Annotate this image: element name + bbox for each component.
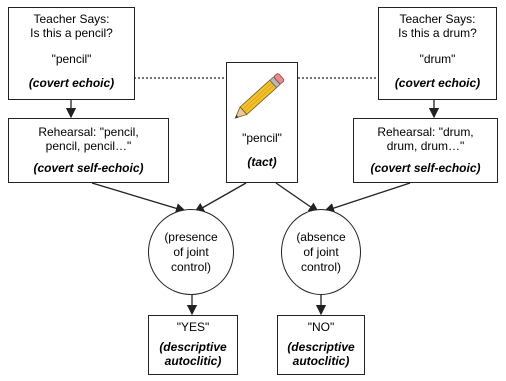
right-ellipse-line2: of joint [303,244,339,259]
absence-joint-control-ellipse: (absence of joint control) [281,209,361,295]
yes-label-line1: (descriptive [159,340,227,354]
left-teacher-box: Teacher Says: Is this a pencil? "pencil"… [8,7,135,100]
right-teacher-quote: "drum" [419,52,456,66]
no-label-line2: autoclitic) [292,354,350,368]
tact-box: "pencil" (tact) [226,62,298,183]
pencil-icon [234,73,285,119]
right-teacher-box: Teacher Says: Is this a drum? "drum" (co… [378,7,497,100]
arrow-left-rehearsal-to-ellipse [91,182,187,214]
arrow-right-rehearsal-to-ellipse [323,182,411,214]
left-rehearsal-line2: pencil, pencil…" [45,139,132,153]
arrow-tact-to-right-ellipse [275,182,320,213]
right-rehearsal-label: (covert self-echoic) [370,161,481,175]
tact-quote: "pencil" [242,131,282,145]
left-ellipse-line3: control) [170,259,211,274]
right-ellipse-line1: (absence [296,229,346,244]
no-answer: "NO" [307,320,335,334]
right-teacher-line2: Is this a drum? [398,26,477,40]
left-teacher-quote: "pencil" [51,52,92,66]
right-rehearsal-line2: drum, drum…" [386,139,465,153]
tact-label: (tact) [247,155,277,169]
no-box: "NO" (descriptive autoclitic) [277,315,365,375]
right-ellipse-line3: control) [300,259,341,274]
right-rehearsal-line1: Rehearsal: "drum, [377,125,474,139]
right-rehearsal-box: Rehearsal: "drum, drum, drum…" (covert s… [353,118,498,183]
yes-box: "YES" (descriptive autoclitic) [148,315,238,375]
right-teacher-label: (covert echoic) [394,76,481,90]
left-rehearsal-label: (covert self-echoic) [33,161,144,175]
left-teacher-line1: Teacher Says: [33,12,110,26]
left-rehearsal-line1: Rehearsal: "pencil, [38,125,139,139]
left-ellipse-line2: of joint [173,244,209,259]
yes-label-line2: autoclitic) [164,354,222,368]
left-teacher-line2: Is this a pencil? [30,26,113,40]
left-teacher-label: (covert echoic) [28,76,115,90]
right-teacher-line1: Teacher Says: [399,12,476,26]
presence-joint-control-ellipse: (presence of joint control) [148,209,234,295]
arrow-tact-to-left-ellipse [193,182,247,213]
left-rehearsal-box: Rehearsal: "pencil, pencil, pencil…" (co… [8,118,169,183]
left-ellipse-line1: (presence [164,229,218,244]
no-label-line1: (descriptive [287,340,355,354]
yes-answer: "YES" [176,320,210,334]
